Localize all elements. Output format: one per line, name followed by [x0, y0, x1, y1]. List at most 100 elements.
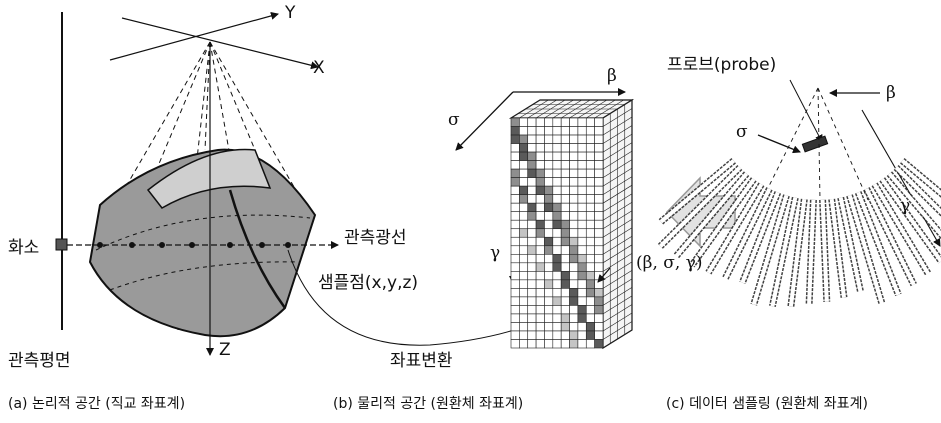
- scan-beam-core: [807, 199, 816, 305]
- volume-cell: [519, 330, 529, 340]
- volume-cell: [519, 185, 529, 195]
- volume-cell: [510, 211, 520, 221]
- scan-beam-core: [838, 197, 863, 292]
- volume-cell: [519, 236, 529, 247]
- pixel-label: 화소: [8, 238, 40, 258]
- volume-cell: [569, 253, 579, 264]
- volume-front-grid: [510, 117, 604, 349]
- volume-cell: [594, 262, 604, 272]
- scan-beam-core: [723, 187, 772, 280]
- volume-cell: [552, 262, 562, 272]
- volume-cell: [585, 305, 595, 315]
- scan-beam-core: [740, 191, 780, 284]
- volume-cell: [577, 126, 587, 136]
- volume-cell: [527, 339, 537, 349]
- volume-cell: [535, 177, 545, 187]
- volume-cell: [577, 219, 587, 230]
- volume-cell: [569, 296, 579, 306]
- scan-beam-core: [751, 194, 789, 306]
- volume-cell: [594, 151, 604, 161]
- volume-cell: [519, 228, 529, 238]
- volume-cell: [510, 143, 520, 153]
- volume-cell: [544, 288, 554, 298]
- volume-cell: [535, 339, 545, 349]
- scan-beam-core: [847, 194, 884, 305]
- volume-cell: [577, 313, 587, 323]
- volume-cell: [552, 185, 562, 195]
- volume-cell: [560, 151, 570, 161]
- volume-cell: [577, 151, 587, 161]
- torus-sector-top: [146, 148, 272, 209]
- volume-cell: [527, 330, 537, 340]
- volume-cell: [560, 296, 570, 306]
- inner-curve-1: [95, 214, 311, 251]
- torus-sector-front-edge: [228, 189, 287, 309]
- volume-cell: [544, 117, 554, 127]
- scan-beam-core: [900, 159, 941, 196]
- volume-cell: [560, 211, 570, 221]
- volume-cell: [569, 271, 579, 281]
- volume-cell: [544, 194, 554, 204]
- volume-cell: [510, 168, 520, 178]
- volume-cell: [594, 117, 604, 127]
- volume-cell: [569, 211, 579, 221]
- y-axis-line: [109, 11, 279, 61]
- volume-cell: [519, 143, 529, 153]
- volume-cell: [585, 313, 595, 323]
- scan-beam-core: [894, 166, 941, 215]
- volume-cell: [560, 126, 570, 136]
- volume-cell: [569, 262, 579, 272]
- volume-cell: [544, 253, 554, 264]
- volume-cell: [519, 160, 529, 170]
- volume-cell: [527, 117, 537, 127]
- volume-cell: [510, 160, 520, 170]
- volume-cell: [544, 160, 554, 170]
- x-axis-line: [121, 17, 319, 70]
- volume-cell: [527, 151, 537, 161]
- volume-cell: [527, 279, 537, 289]
- volume-cell: [560, 271, 570, 281]
- caption-b: (b) 물리적 공간 (원환체 좌표계): [333, 396, 524, 412]
- volume-cell: [585, 296, 595, 306]
- volume-cell: [527, 143, 537, 153]
- volume-cell: [577, 245, 587, 255]
- volume-cell: [535, 126, 545, 136]
- volume-cell: [594, 219, 604, 230]
- volume-cell: [527, 160, 537, 170]
- volume-cell: [585, 211, 595, 221]
- volume-cell: [560, 202, 570, 213]
- volume-cell: [560, 322, 570, 332]
- volume-cell: [535, 271, 545, 281]
- volume-cell: [535, 194, 545, 204]
- volume-cell: [569, 126, 579, 136]
- volume-cell: [544, 339, 554, 349]
- volume-cell: [544, 202, 554, 213]
- volume-cell: [519, 117, 529, 127]
- z-axis-label: Z: [219, 340, 231, 360]
- volume-cell: [535, 262, 545, 272]
- volume-cell: [577, 211, 587, 221]
- volume-cell: [552, 134, 562, 144]
- sigma-label-b: σ: [448, 110, 460, 130]
- volume-cell: [569, 313, 579, 323]
- volume-cell: [560, 160, 570, 170]
- sigma-label-c: σ: [736, 122, 748, 142]
- volume-cell: [552, 168, 562, 178]
- volume-cell: [569, 185, 579, 195]
- volume-cell: [585, 194, 595, 204]
- beta-label-c: β: [886, 83, 896, 103]
- volume-cell: [510, 322, 520, 332]
- volume-cell: [577, 288, 587, 298]
- volume-cell: [519, 339, 529, 349]
- volume-cell: [544, 126, 554, 136]
- volume-cell: [594, 202, 604, 213]
- volume-cell: [535, 322, 545, 332]
- ray-sample-dots: [97, 242, 291, 248]
- scan-beam-core: [659, 159, 736, 224]
- volume-cell: [552, 271, 562, 281]
- volume-cell: [594, 168, 604, 178]
- volume-cell: [510, 117, 520, 127]
- volume-cell: [510, 296, 520, 306]
- volume-cell: [527, 177, 537, 187]
- volume-cell: [510, 151, 520, 161]
